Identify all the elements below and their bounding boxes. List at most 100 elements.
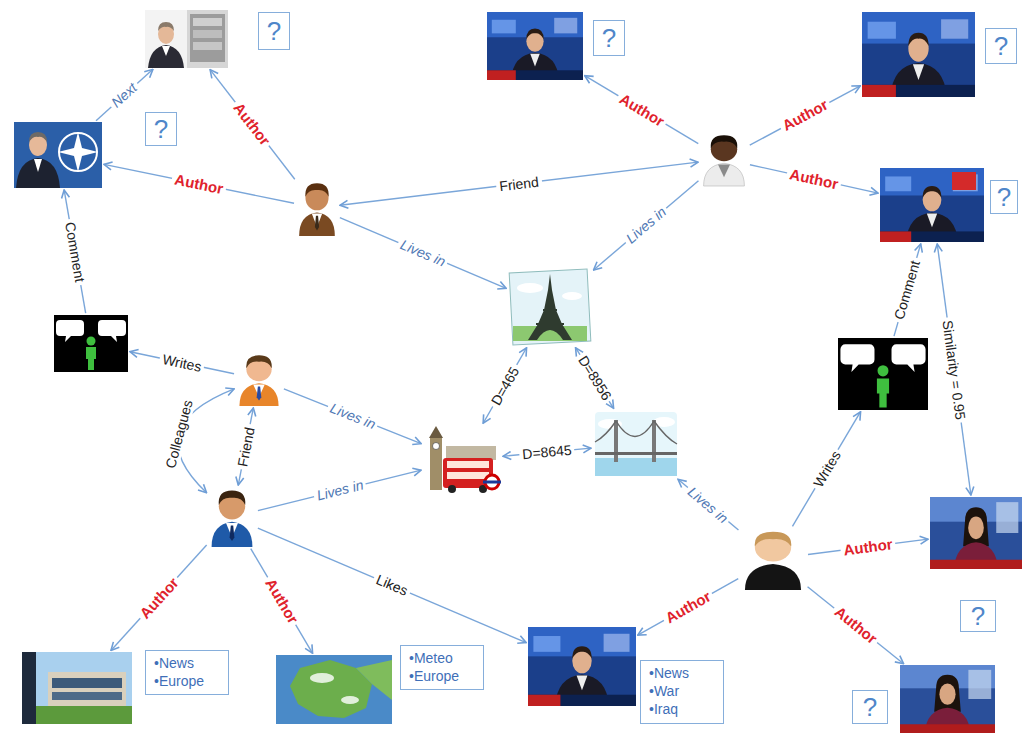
relation-arrow bbox=[258, 470, 421, 510]
user-node bbox=[740, 528, 806, 590]
city-picture bbox=[509, 269, 591, 345]
relation-label: D=8645 bbox=[519, 442, 576, 463]
tag-text: •Europe bbox=[409, 667, 473, 685]
relation-arrow bbox=[585, 76, 699, 144]
video-picture bbox=[145, 10, 228, 68]
relation-arrow bbox=[284, 389, 421, 444]
comment-node bbox=[838, 338, 928, 410]
relation-label: D=8956 bbox=[573, 350, 616, 406]
relation-label: Lives in bbox=[683, 481, 734, 528]
relation-label: Author bbox=[170, 170, 227, 198]
relation-label: Author bbox=[829, 601, 883, 649]
city-node bbox=[423, 425, 501, 495]
relation-label: Likes bbox=[371, 570, 413, 600]
relation-label: Writes bbox=[158, 350, 206, 375]
relation-arrow bbox=[638, 579, 739, 636]
video-picture bbox=[14, 122, 102, 188]
relation-label: Author bbox=[260, 573, 303, 629]
unknown-box: ? bbox=[990, 180, 1018, 214]
relation-label: Friend bbox=[495, 173, 542, 194]
relation-label: Author bbox=[785, 165, 843, 194]
user-node bbox=[236, 352, 282, 406]
unknown-mark: ? bbox=[994, 33, 1008, 59]
city-picture bbox=[595, 412, 677, 476]
city-picture bbox=[429, 426, 501, 493]
comment-node bbox=[54, 315, 128, 372]
relation-arrow bbox=[340, 162, 698, 205]
relation-arrow bbox=[111, 545, 207, 651]
video-node: ? bbox=[862, 12, 975, 97]
video-picture bbox=[487, 12, 583, 80]
relation-arrow bbox=[937, 244, 971, 495]
video-node: ? bbox=[145, 10, 228, 68]
channel-logo bbox=[952, 172, 976, 190]
video-node: ? bbox=[487, 12, 583, 80]
relation-label: Author bbox=[840, 535, 897, 559]
user-picture bbox=[704, 135, 745, 186]
video-node: ? bbox=[930, 497, 1022, 569]
tag-box: •News•War•Iraq bbox=[640, 660, 724, 724]
relation-label: Colleagues bbox=[161, 395, 196, 473]
relation-label: D=465 bbox=[486, 361, 524, 410]
relation-label: Friend bbox=[233, 423, 258, 471]
relation-arrow bbox=[678, 479, 738, 530]
relation-label: Author bbox=[777, 95, 834, 136]
relation-label: Author bbox=[660, 586, 717, 628]
relation-arrow bbox=[792, 412, 860, 527]
user-node bbox=[700, 132, 748, 186]
video-picture bbox=[880, 168, 984, 242]
relation-label: Similarity = 0.95 bbox=[939, 316, 969, 423]
relation-label: Comment bbox=[61, 217, 88, 285]
video-picture bbox=[276, 655, 392, 724]
video-picture bbox=[862, 12, 975, 97]
relation-arrow bbox=[808, 587, 904, 664]
user-picture bbox=[299, 183, 335, 236]
relation-label: Lives in bbox=[325, 399, 381, 434]
unknown-box: ? bbox=[145, 112, 177, 146]
comment-picture bbox=[54, 315, 128, 372]
relation-arrow bbox=[104, 164, 294, 203]
relation-label: Lives in bbox=[620, 202, 671, 249]
user-node bbox=[296, 180, 338, 236]
relation-arrow bbox=[258, 528, 526, 643]
user-picture bbox=[239, 355, 278, 406]
relation-arrow bbox=[594, 181, 699, 270]
unknown-mark: ? bbox=[971, 603, 985, 629]
user-node bbox=[208, 487, 256, 547]
tag-text: •Meteo bbox=[409, 649, 473, 667]
relation-label: Writes bbox=[808, 445, 845, 492]
relation-arrow bbox=[340, 218, 506, 289]
user-picture bbox=[745, 532, 801, 590]
user-picture bbox=[212, 491, 253, 547]
relation-arrow bbox=[251, 549, 313, 654]
video-node: •News•Europe bbox=[22, 652, 132, 724]
relation-arrow bbox=[750, 86, 860, 145]
video-picture bbox=[22, 652, 132, 724]
city-node bbox=[508, 268, 592, 346]
video-node: ? bbox=[14, 122, 102, 188]
tag-text: •Iraq bbox=[649, 700, 713, 718]
video-node: •News•War•Iraq bbox=[528, 627, 636, 706]
video-node: ? bbox=[900, 665, 995, 733]
video-picture bbox=[930, 497, 1022, 569]
unknown-box: ? bbox=[985, 28, 1017, 64]
unknown-box: ? bbox=[258, 12, 290, 50]
unknown-mark: ? bbox=[154, 116, 168, 142]
relation-arrow bbox=[210, 70, 295, 180]
unknown-mark: ? bbox=[267, 18, 281, 44]
relation-label: Author bbox=[134, 572, 184, 624]
comment-picture bbox=[838, 338, 928, 410]
relation-label: Next bbox=[106, 77, 143, 112]
unknown-box: ? bbox=[852, 690, 888, 724]
relation-label: Author bbox=[229, 97, 276, 151]
relation-arrow bbox=[483, 348, 526, 424]
city-node bbox=[593, 410, 679, 478]
relation-label: Comment bbox=[890, 256, 924, 325]
tag-text: •News bbox=[154, 654, 218, 672]
unknown-box: ? bbox=[593, 20, 625, 56]
unknown-mark: ? bbox=[602, 25, 616, 51]
relation-label: Lives in bbox=[395, 235, 451, 271]
video-node: ? bbox=[880, 168, 984, 242]
